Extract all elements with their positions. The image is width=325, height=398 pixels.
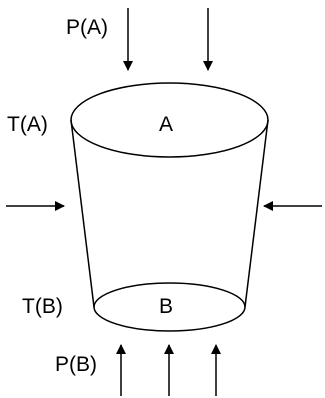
- top-pressure-arrows: [123, 8, 213, 71]
- frustum-body: [70, 82, 269, 332]
- bottom-pressure-label: P(B): [55, 353, 97, 376]
- top-surface-label: A: [159, 113, 173, 136]
- bottom-surface-label: B: [159, 295, 173, 318]
- top-tension-label: T(A): [7, 113, 48, 136]
- top-surface-ellipse: [70, 82, 269, 158]
- frustum-left-side: [70, 119, 95, 308]
- top-pressure-label: P(A): [66, 16, 108, 39]
- frustum-right-side: [244, 119, 269, 308]
- bottom-surface-ellipse: [93, 282, 246, 332]
- bottom-tension-label: T(B): [22, 295, 63, 318]
- bottom-pressure-arrows: [116, 344, 221, 396]
